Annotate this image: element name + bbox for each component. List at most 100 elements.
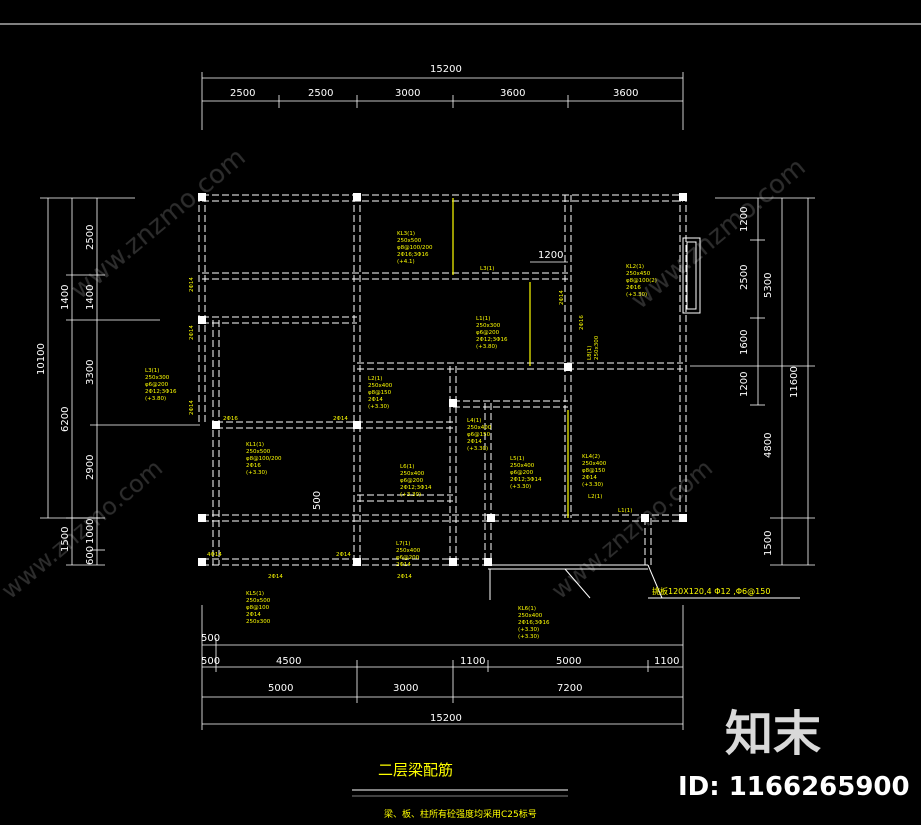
svg-text:φ6@200: φ6@200 bbox=[510, 470, 534, 476]
left-inner-4: 2900 bbox=[85, 455, 96, 480]
beam-note-10: L6(1) 250x400 φ6@200 2Φ12;3Φ14 (+3.30) bbox=[400, 464, 432, 498]
svg-text:(+3.80): (+3.80) bbox=[476, 344, 497, 350]
beam-note-6: L4(1) 250x400 φ6@150 2Φ14 (+3.30) bbox=[467, 418, 492, 452]
right-inner-4: 1200 bbox=[739, 372, 750, 397]
watermark-site-4: www.znzmo.com bbox=[546, 454, 718, 605]
top-dim-5: 3600 bbox=[613, 88, 638, 99]
svg-text:2Φ14: 2Φ14 bbox=[368, 397, 383, 403]
svg-text:KL2(1): KL2(1) bbox=[626, 264, 644, 270]
svg-text:(+3.30): (+3.30) bbox=[518, 634, 539, 640]
interior-500: 500 bbox=[312, 491, 323, 510]
rebar-small-labels: 2Φ14 2Φ14 2Φ14 2Φ16 2Φ14 2Φ14 2Φ16 4Φ14 … bbox=[189, 277, 585, 580]
svg-text:250x500: 250x500 bbox=[246, 598, 271, 604]
svg-text:φ8@150: φ8@150 bbox=[368, 390, 392, 396]
bay-window bbox=[682, 237, 701, 314]
svg-text:L6(1): L6(1) bbox=[400, 464, 414, 470]
beam-grid bbox=[198, 194, 687, 566]
svg-text:250x300: 250x300 bbox=[246, 619, 271, 625]
svg-text:2Φ12;3Φ14: 2Φ12;3Φ14 bbox=[400, 485, 432, 491]
beam-note-1: KL3(1) 250x500 φ8@100/200 2Φ16;3Φ16 (+4.… bbox=[397, 231, 433, 265]
svg-text:(+3.30): (+3.30) bbox=[626, 292, 647, 298]
svg-text:φ8@100/200: φ8@100/200 bbox=[246, 456, 282, 462]
svg-text:250x450: 250x450 bbox=[626, 271, 651, 277]
svg-text:KL4(2): KL4(2) bbox=[582, 454, 600, 460]
svg-text:2Φ14: 2Φ14 bbox=[397, 574, 412, 580]
svg-text:2Φ14: 2Φ14 bbox=[189, 277, 195, 292]
svg-text:2Φ16;3Φ16: 2Φ16;3Φ16 bbox=[518, 620, 550, 626]
top-dim-2: 2500 bbox=[308, 88, 333, 99]
svg-text:L7(1): L7(1) bbox=[396, 541, 410, 547]
svg-text:L4(1): L4(1) bbox=[467, 418, 481, 424]
svg-text:(+3.30): (+3.30) bbox=[368, 404, 389, 410]
svg-text:L2(1): L2(1) bbox=[368, 376, 382, 382]
bottom-row1-5: 1100 bbox=[654, 656, 679, 667]
svg-text:φ8@100/200: φ8@100/200 bbox=[397, 245, 433, 251]
svg-text:250x400: 250x400 bbox=[368, 383, 393, 389]
beam-note-3: L1(1) 250x300 φ6@200 2Φ12;3Φ16 (+3.80) bbox=[476, 316, 508, 350]
svg-text:KL6(1): KL6(1) bbox=[518, 606, 536, 612]
beam-note-9: KL4(2) 250x400 φ8@150 2Φ14 (+3.30) bbox=[582, 454, 607, 488]
bottom-total-dimension: 15200 bbox=[430, 713, 462, 724]
drawing-title: 二层梁配筋 bbox=[378, 761, 453, 779]
bottom-row1-2: 4500 bbox=[276, 656, 301, 667]
svg-text:(+4.1): (+4.1) bbox=[397, 259, 415, 265]
svg-text:2Φ14: 2Φ14 bbox=[336, 552, 351, 558]
interior-1200: 1200 bbox=[538, 250, 563, 261]
svg-text:φ8@100: φ8@100 bbox=[246, 605, 270, 611]
svg-text:φ6@150: φ6@150 bbox=[467, 432, 491, 438]
svg-text:2Φ14: 2Φ14 bbox=[396, 562, 411, 568]
beam-note-8: L5(1) 250x400 φ6@200 2Φ12;3Φ14 (+3.30) bbox=[510, 456, 542, 490]
svg-text:(+3.30): (+3.30) bbox=[518, 627, 539, 633]
right-inner-2: 2500 bbox=[739, 265, 750, 290]
svg-text:250x300: 250x300 bbox=[476, 323, 501, 329]
beam-note-5: L2(1) 250x400 φ8@150 2Φ14 (+3.30) bbox=[368, 376, 393, 410]
beam-label-l3: L1(1) bbox=[618, 508, 632, 514]
beam-note-14: KL6(1) 250x400 2Φ16;3Φ16 (+3.30) (+3.30) bbox=[518, 606, 550, 640]
bottom-row2-2: 3000 bbox=[393, 683, 418, 694]
watermark-site-1: www.znzmo.com bbox=[65, 142, 251, 305]
bottom-row1-4: 5000 bbox=[556, 656, 581, 667]
bottom-row2-1: 5000 bbox=[268, 683, 293, 694]
svg-text:KL3(1): KL3(1) bbox=[397, 231, 415, 237]
svg-text:2Φ14: 2Φ14 bbox=[246, 612, 261, 618]
beam-label-l1: L3(1) bbox=[480, 266, 494, 272]
watermark-layer: www.znzmo.com www.znzmo.com www.znzmo.co… bbox=[0, 142, 812, 604]
left-outer-2: 6200 bbox=[60, 407, 71, 432]
beam-label-l2: L2(1) bbox=[588, 494, 602, 500]
svg-text:φ6@200: φ6@200 bbox=[396, 555, 420, 561]
svg-text:2Φ14: 2Φ14 bbox=[467, 439, 482, 445]
bottom-row1-1: 500 bbox=[201, 656, 220, 667]
left-inner-6: 600 bbox=[85, 546, 96, 565]
svg-text:2Φ14: 2Φ14 bbox=[582, 475, 597, 481]
bottom-row1-3: 1100 bbox=[460, 656, 485, 667]
svg-text:2Φ16;3Φ16: 2Φ16;3Φ16 bbox=[397, 252, 429, 258]
columns bbox=[198, 193, 687, 566]
svg-text:250x500: 250x500 bbox=[397, 238, 422, 244]
svg-text:2Φ14: 2Φ14 bbox=[333, 416, 348, 422]
svg-text:250x400: 250x400 bbox=[396, 548, 421, 554]
svg-text:(+3.30): (+3.30) bbox=[582, 482, 603, 488]
bottom-extra-500: 500 bbox=[201, 633, 220, 644]
svg-text:250x400: 250x400 bbox=[467, 425, 492, 431]
left-outer-1: 1400 bbox=[60, 285, 71, 310]
svg-text:2Φ12;3Φ16: 2Φ12;3Φ16 bbox=[476, 337, 508, 343]
cantilever-note: 挑板120X120,4 Φ12 ,Φ6@150 bbox=[652, 586, 770, 596]
watermark-logo: 知末 bbox=[725, 706, 821, 762]
svg-text:250x500: 250x500 bbox=[246, 449, 271, 455]
svg-text:2Φ16: 2Φ16 bbox=[579, 315, 585, 330]
svg-text:L5(1): L5(1) bbox=[510, 456, 524, 462]
svg-text:2Φ14: 2Φ14 bbox=[189, 325, 195, 340]
right-dimension-chain bbox=[690, 197, 815, 566]
svg-text:250x400: 250x400 bbox=[518, 613, 543, 619]
svg-text:φ8@150: φ8@150 bbox=[582, 468, 606, 474]
svg-text:250x400: 250x400 bbox=[510, 463, 535, 469]
left-inner-3: 3300 bbox=[85, 360, 96, 385]
top-dimension-chain bbox=[201, 72, 684, 130]
svg-text:φ6@200: φ6@200 bbox=[145, 382, 169, 388]
svg-text:250x400: 250x400 bbox=[582, 461, 607, 467]
svg-text:2Φ14: 2Φ14 bbox=[189, 400, 195, 415]
svg-text:(+3.30): (+3.30) bbox=[400, 492, 421, 498]
svg-text:L1(1): L1(1) bbox=[476, 316, 490, 322]
drawing-footnote: 梁、板、柱所有砼强度均采用C25标号 bbox=[384, 808, 537, 820]
